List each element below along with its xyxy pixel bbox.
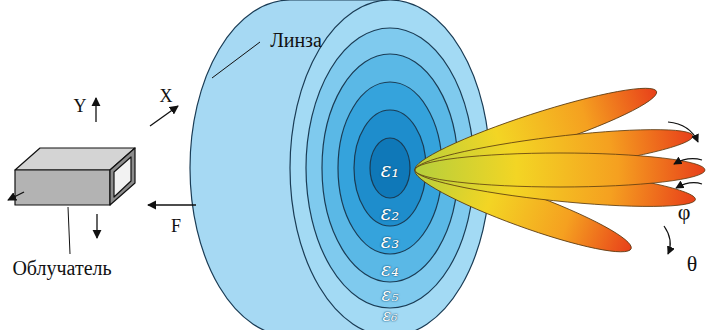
part-label: Облучатель xyxy=(12,258,111,278)
feeder-waveguide xyxy=(15,148,135,205)
permittivity-label: ε₁ xyxy=(381,160,400,180)
permittivity-label: ε₅ xyxy=(382,286,399,304)
scan-arrows xyxy=(664,122,702,254)
axis-arrows xyxy=(8,98,196,238)
angle-label: φ xyxy=(678,201,691,223)
radiation-pattern xyxy=(409,75,705,264)
permittivity-label: ε₃ xyxy=(381,231,400,251)
distance-label: F xyxy=(171,217,181,235)
permittivity-label: ε₆ xyxy=(383,308,398,324)
permittivity-label: ε₂ xyxy=(381,203,400,223)
axis-label: X xyxy=(160,87,173,105)
part-label: Линза xyxy=(270,30,322,50)
axis-label: Y xyxy=(74,97,87,115)
leader-lines xyxy=(68,42,260,254)
angle-label: θ xyxy=(687,253,698,275)
permittivity-label: ε₄ xyxy=(381,260,399,279)
